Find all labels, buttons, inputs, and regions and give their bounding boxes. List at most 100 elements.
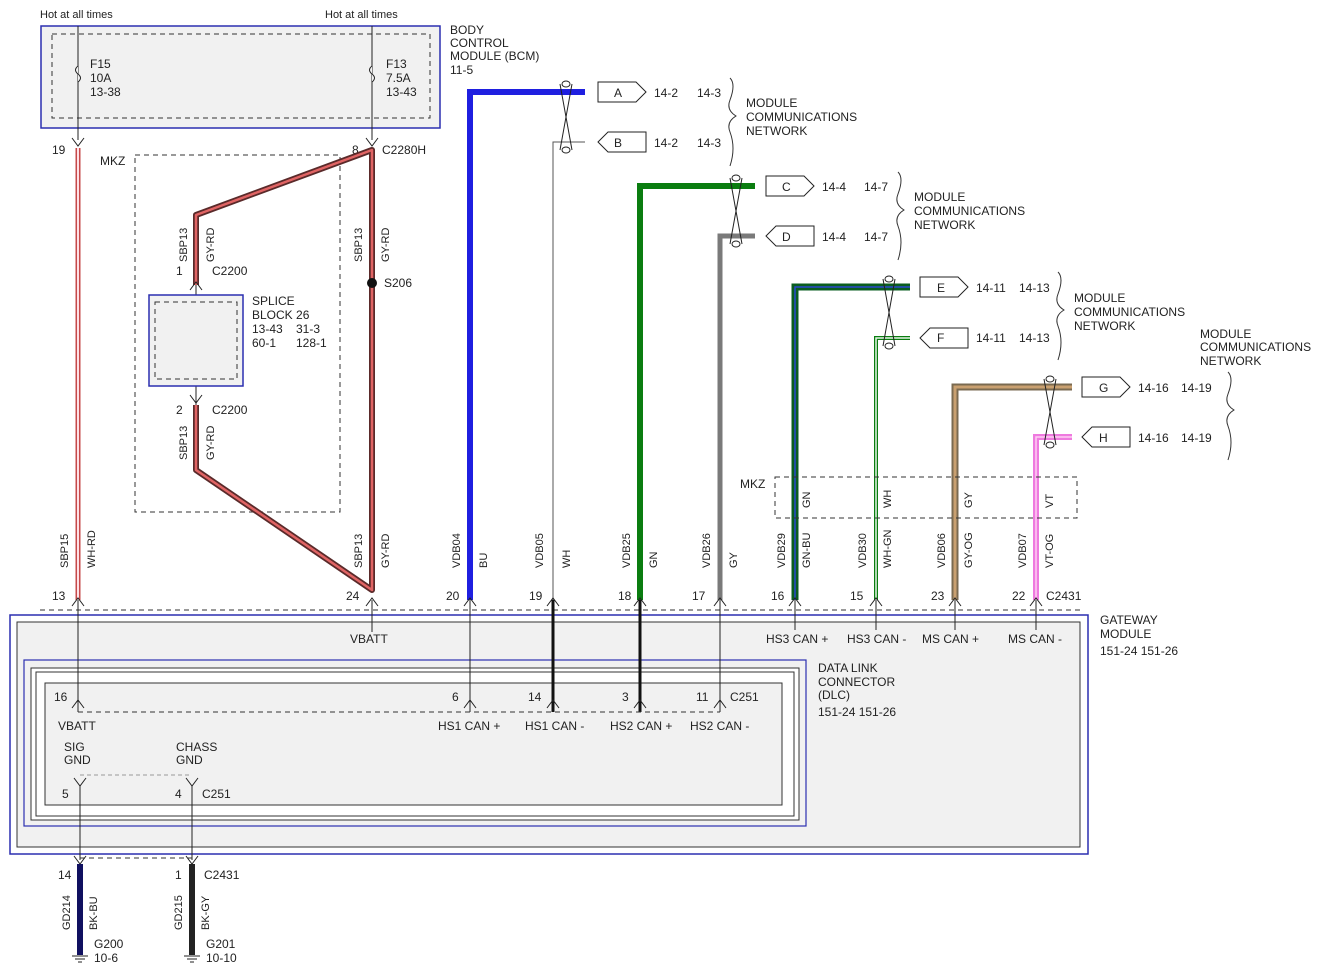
fuse-f15-rating: 10A [90, 71, 111, 85]
ground-g200-ref: 10-6 [94, 951, 118, 965]
hot-label-left: Hot at all times [40, 9, 113, 21]
pin-8-arrow-icon [365, 137, 379, 147]
dlc-label-3: (DLC) [818, 688, 850, 702]
fuse-f15-name: F15 [90, 57, 111, 71]
connector-d-ref1: 14-4 [822, 230, 846, 244]
mcn-cd-1: MODULE [914, 190, 965, 204]
connector-h[interactable]: H 14-16 14-19 [1081, 426, 1212, 448]
fuse-f13-ref: 13-43 [386, 85, 417, 99]
circuit-sbp13-d: SBP13 [353, 534, 365, 568]
dlc-pin-3-icon [633, 699, 647, 709]
color-gyrd-d: GY-RD [380, 534, 392, 568]
splice-block-inner [154, 301, 238, 380]
splice-label-2: BLOCK 26 [252, 308, 310, 322]
ground-g201-ref: 10-10 [206, 951, 237, 965]
splice-ref-2b: 128-1 [296, 336, 327, 350]
connector-e[interactable]: E 14-11 14-13 [919, 276, 1050, 298]
color-gy: GY [728, 551, 740, 568]
circuit-vdb05: VDB05 [534, 533, 546, 568]
mkz-box-right [774, 476, 1078, 519]
wire-gy [717, 233, 755, 600]
connector-c-id: C [782, 180, 791, 194]
gw-pin-24-icon [365, 597, 379, 607]
gw-pin-18-icon [633, 597, 647, 607]
splice-s206-dot [367, 278, 377, 288]
dlc-hs1-plus: HS1 CAN + [438, 719, 500, 733]
connector-g-ref1: 14-16 [1138, 381, 1169, 395]
dlc-inner-box [44, 682, 783, 806]
bcm-label-2: CONTROL [450, 36, 509, 50]
dlc-pin-16-icon [71, 699, 85, 709]
s206-label: S206 [384, 276, 412, 290]
gw-pin-22-icon [1029, 597, 1043, 607]
connector-g[interactable]: G 14-16 14-19 [1081, 376, 1212, 398]
connector-f-ref1: 14-11 [976, 331, 1006, 345]
circuit-sbp13-a: SBP13 [178, 228, 190, 262]
dlc-pin-3: 3 [622, 690, 629, 704]
splice-label-1: SPLICE [252, 294, 295, 308]
dlc-hs2-minus: HS2 CAN - [690, 719, 749, 733]
gw-pin-22: 22 [1012, 589, 1026, 603]
color-gyrd-b: GY-RD [205, 426, 217, 460]
connector-a[interactable]: A 14-2 14-3 [597, 81, 721, 103]
dlc-hs1-minus: HS1 CAN - [525, 719, 584, 733]
dlc-pin-11-icon [713, 699, 727, 709]
connector-f-id: F [937, 331, 944, 345]
gnd-pin-1: 1 [175, 868, 182, 882]
gw-pin-24: 24 [346, 589, 360, 603]
color-bkgy: BK-GY [200, 895, 212, 930]
gateway-ref: 151-24 151-26 [1100, 644, 1178, 658]
dlc-pin-6-icon [463, 699, 477, 709]
mcn-gh-2: COMMUNICATIONS [1200, 340, 1311, 354]
gw-ms-plus: MS CAN + [922, 632, 979, 646]
mcn-ab-1: MODULE [746, 96, 797, 110]
connector-f-ref2: 14-13 [1019, 331, 1050, 345]
connector-e-ref1: 14-11 [976, 281, 1006, 295]
twisted-pair-cd-icon [729, 174, 743, 248]
dlc-hs2-plus: HS2 CAN + [610, 719, 672, 733]
dlc-ref: 151-24 151-26 [818, 705, 896, 719]
connector-a-ref1: 14-2 [654, 86, 678, 100]
dlc-pin-6: 6 [452, 690, 459, 704]
c2280h-label: C2280H [382, 143, 426, 157]
dlc-pin-14-icon [546, 699, 560, 709]
dlc-outer-box [23, 659, 807, 827]
connector-c[interactable]: C 14-4 14-7 [765, 175, 888, 197]
splice-ref-1b: 31-3 [296, 322, 320, 336]
connector-f[interactable]: F 14-11 14-13 [919, 327, 1050, 349]
ground-g200-label: G200 [94, 937, 124, 951]
mcn-ef-1: MODULE [1074, 291, 1125, 305]
dlc-chass-gnd-2: GND [176, 753, 203, 767]
connector-d[interactable]: D 14-4 14-7 [765, 225, 888, 247]
connector-a-id: A [614, 86, 622, 100]
mcn-gh-1: MODULE [1200, 327, 1251, 341]
gw-conn-c2431: C2431 [1046, 589, 1082, 603]
circuit-sbp13-c: SBP13 [353, 228, 365, 262]
gw-pin-19-icon [546, 597, 560, 607]
circuit-vdb29: VDB29 [776, 533, 788, 568]
gw-pin-20-icon [463, 597, 477, 607]
wire-gy-rd-loop-stripe [194, 148, 374, 592]
gnd-pin-14: 14 [58, 868, 72, 882]
dlc-conn-c251: C251 [730, 690, 759, 704]
connector-a-ref2: 14-3 [697, 86, 721, 100]
c2200-pin1: 1 [176, 264, 183, 278]
fuse-f15-icon [75, 65, 81, 83]
wire-bu [467, 89, 585, 600]
circuit-sbp13-b: SBP13 [178, 426, 190, 460]
bcm-inner-dash [51, 33, 431, 119]
brace-ab-icon [728, 77, 737, 167]
gateway-label-1: GATEWAY [1100, 613, 1158, 627]
color-vtog: VT-OG [1044, 534, 1056, 568]
ground-g201-label: G201 [206, 937, 236, 951]
dlc-pin-4: 4 [175, 787, 182, 801]
connector-b[interactable]: B 14-2 14-3 [597, 131, 721, 153]
dlc-pin-14: 14 [528, 690, 542, 704]
dlc-chass-gnd-1: CHASS [176, 740, 217, 754]
gw-pin-16-icon [788, 597, 802, 607]
dlc-label-1: DATA LINK [818, 661, 878, 675]
gw-pin-15-icon [869, 597, 883, 607]
color-gn-top: GN [801, 491, 813, 508]
color-whgn: WH-GN [882, 529, 894, 568]
connector-b-ref2: 14-3 [697, 136, 721, 150]
